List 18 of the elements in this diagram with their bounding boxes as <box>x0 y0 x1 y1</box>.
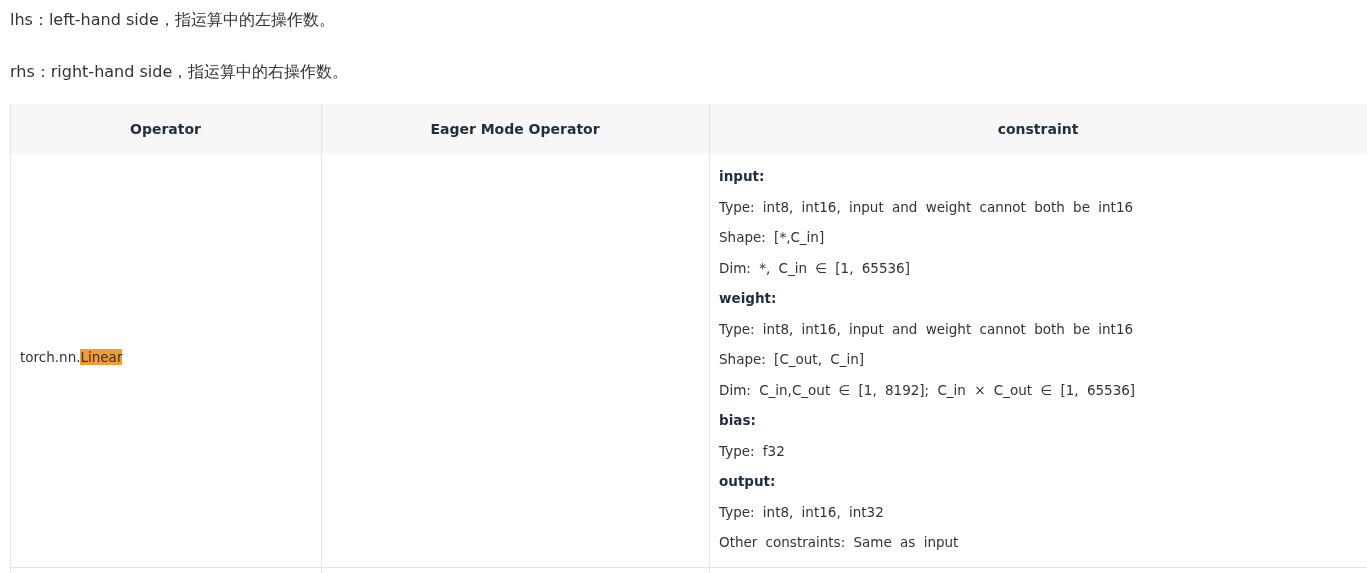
note-text: rhs：right-hand side，指运算中的右操作数。 <box>10 62 349 83</box>
section-heading: weight: <box>719 290 777 306</box>
table-cell-text: Other constraints: Same as input <box>719 534 959 550</box>
header-cell: Eager Mode Operator <box>321 104 709 154</box>
section-heading: bias: <box>719 412 756 428</box>
note-text: lhs：left-hand side，指运算中的左操作数。 <box>10 10 335 31</box>
table-cell-text: Dim: C_in,C_out ∈ [1, 8192]; C_in × C_out ∈ [1, 65536] <box>719 381 1136 398</box>
table-cell-text: Type: f32 <box>719 442 785 459</box>
table-cell-text: Shape: [C_out, C_in] <box>719 351 864 367</box>
section-heading: output: <box>719 473 776 489</box>
table-cell-text: Shape: [*,C_in] <box>719 229 825 245</box>
table-cell-text: Dim: *, C_in ∈ [1, 65536] <box>719 259 910 276</box>
section-heading: input: <box>719 168 765 184</box>
table-cell-text: Type: int8, int16, input and weight cannot both be int16 <box>719 320 1134 337</box>
header-cell: Operator <box>10 104 321 154</box>
header-cell: constraint <box>709 104 1367 154</box>
table-cell-text: Type: int8, int16, input and weight cannot both be int16 <box>719 198 1134 215</box>
table-cell-text: Type: int8, int16, int32 <box>719 503 884 520</box>
